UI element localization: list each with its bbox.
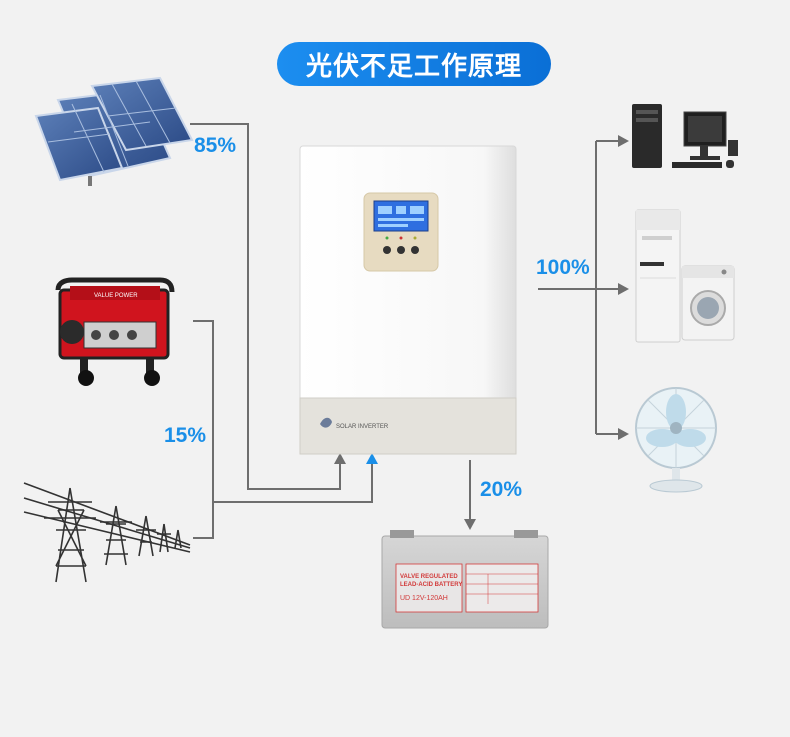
air-conditioner-icon	[635, 209, 681, 343]
generator-arrow	[366, 453, 378, 464]
battery-line2: LEAD-ACID BATTERY	[400, 582, 462, 588]
solar-percentage: 85%	[194, 134, 237, 157]
fan-icon	[635, 387, 717, 493]
ac-arrow	[618, 283, 629, 295]
solar-panel-icon	[34, 76, 194, 186]
solar-line	[190, 123, 341, 490]
power-tower-icon	[23, 482, 191, 583]
grid-line	[193, 502, 214, 539]
fan-arrow	[618, 428, 629, 440]
solar-arrow	[334, 453, 346, 464]
washing-machine-icon	[681, 265, 735, 341]
computer-arrow	[618, 135, 629, 147]
battery-icon: VALVE REGULATED LEAD-ACID BATTERY UD 12V…	[381, 530, 549, 629]
computer-icon	[632, 104, 738, 168]
arrow-heads	[334, 135, 629, 530]
grid-generator-percentage: 15%	[164, 424, 207, 447]
inverter-icon: SOLAR INVERTER	[299, 145, 517, 455]
diagram-title: 光伏不足工作原理	[277, 42, 551, 86]
inverter-brand: SOLAR INVERTER	[336, 424, 389, 430]
battery-line1: VALVE REGULATED	[400, 574, 458, 580]
battery-arrow	[464, 519, 476, 530]
generator-icon: VALUE POWER	[55, 277, 175, 386]
connection-lines	[190, 123, 620, 539]
battery-model: UD 12V-120AH	[400, 595, 448, 602]
battery-percentage: 20%	[480, 478, 523, 501]
load-percentage: 100%	[536, 256, 590, 279]
generator-brand: VALUE POWER	[94, 293, 138, 299]
